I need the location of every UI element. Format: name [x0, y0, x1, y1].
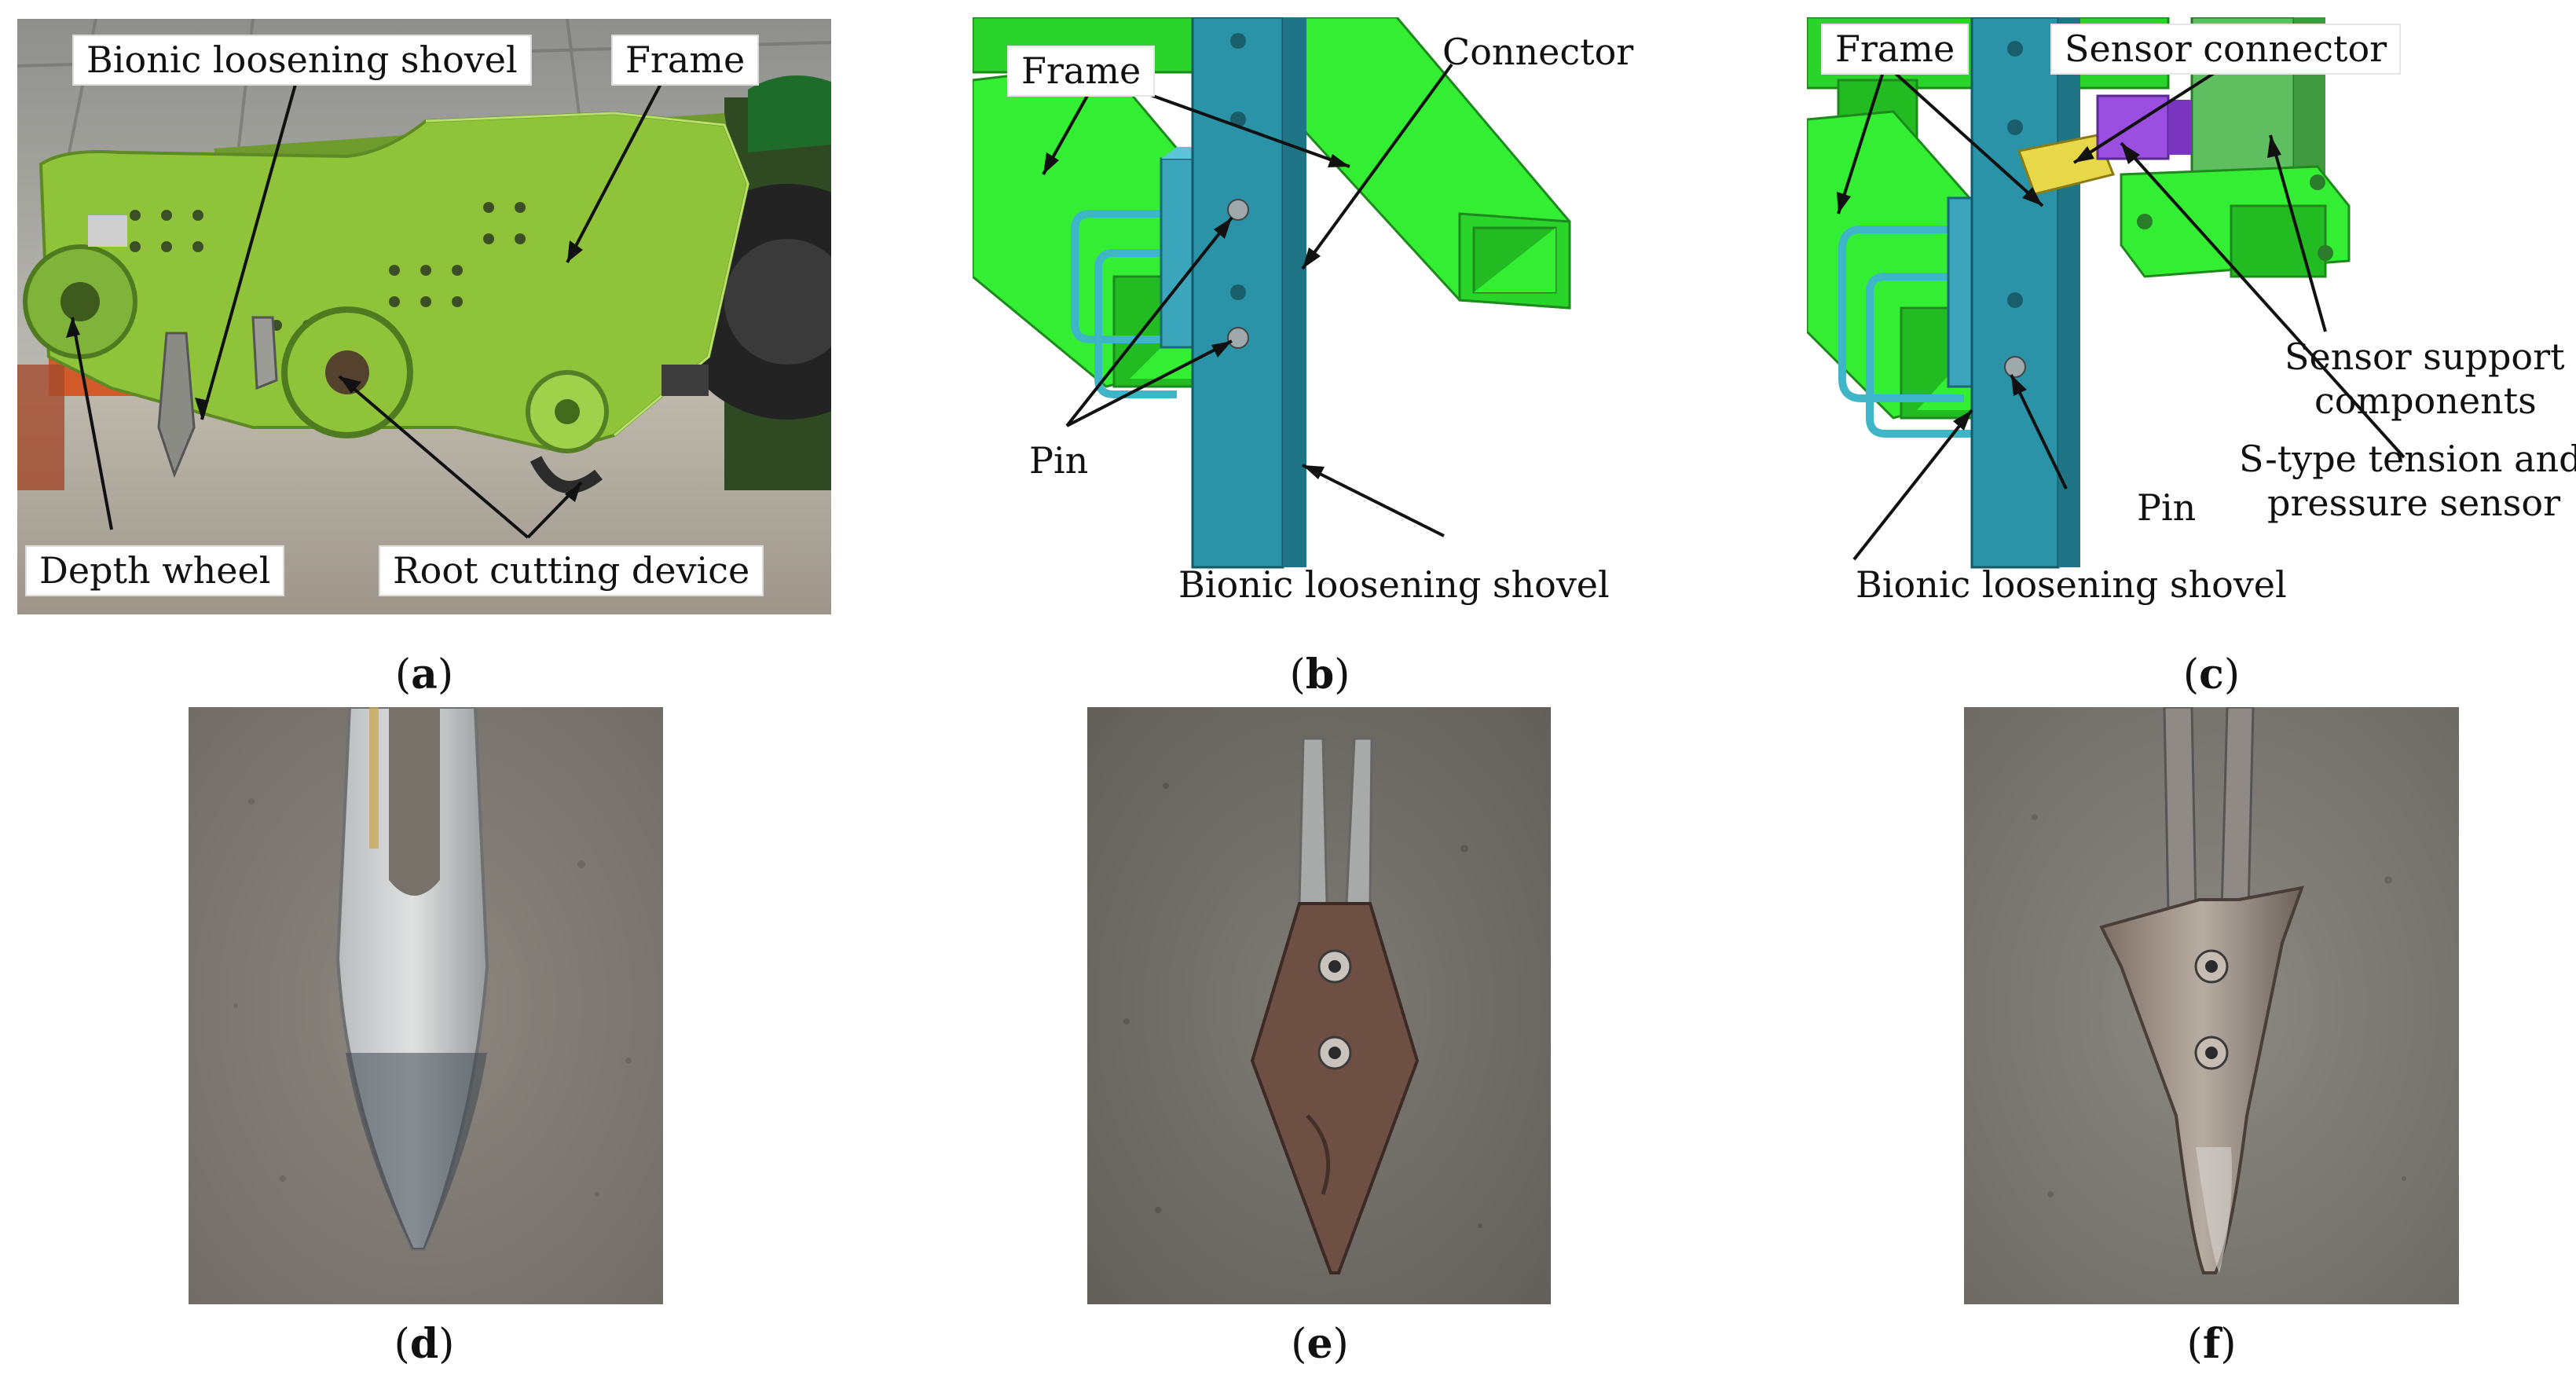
annotation-arrows-c — [1837, 63, 2406, 561]
shovel-photo-e — [1087, 707, 1551, 1304]
caption-a: (a) — [394, 651, 454, 698]
caption-e: (e) — [1291, 1320, 1349, 1368]
annotation-arrows-a — [71, 67, 671, 539]
panel-e-photo — [1087, 707, 1551, 1304]
label-c-bionic-loosening-shovel: Bionic loosening shovel — [1856, 563, 2287, 606]
annotation-arrows-b — [1042, 63, 1453, 537]
label-c-sensor-connector: Sensor connector — [2050, 24, 2402, 75]
caption-e-letter: e — [1306, 1320, 1333, 1368]
caption-c-letter: c — [2199, 651, 2224, 698]
label-c-sensor-line1: S-type tension and — [2239, 438, 2576, 480]
panel-b-cad — [973, 17, 1648, 614]
shovel-photo-f — [1964, 707, 2459, 1304]
connector-cad-illustration — [973, 17, 1571, 569]
panel-f-photo — [1964, 707, 2459, 1304]
label-b-connector: Connector — [1442, 31, 1634, 73]
label-b-frame: Frame — [1007, 46, 1156, 97]
caption-d-letter: d — [409, 1320, 439, 1368]
label-a-frame: Frame — [611, 35, 760, 86]
label-b-pin: Pin — [1029, 439, 1089, 482]
caption-b-letter: b — [1305, 651, 1335, 698]
label-c-frame: Frame — [1821, 24, 1970, 75]
caption-a-letter: a — [411, 651, 438, 698]
label-c-sensor-support-line2: components — [2314, 380, 2537, 422]
label-c-pin: Pin — [2137, 486, 2197, 529]
shovel-photo-d — [189, 707, 663, 1304]
caption-f: (f) — [2186, 1320, 2237, 1368]
caption-f-letter: f — [2202, 1320, 2221, 1368]
caption-c: (c) — [2182, 651, 2241, 698]
label-a-root-cutting-device: Root cutting device — [379, 545, 764, 596]
panel-a-photo — [17, 19, 831, 614]
label-a-bionic-loosening-shovel: Bionic loosening shovel — [72, 35, 532, 86]
label-b-bionic-loosening-shovel: Bionic loosening shovel — [1178, 563, 1610, 606]
machine-photo-illustration — [17, 19, 831, 614]
caption-b: (b) — [1289, 651, 1350, 698]
panel-d-photo — [189, 707, 663, 1304]
caption-d: (d) — [394, 1320, 455, 1368]
label-c-sensor-support-line1: Sensor support — [2285, 336, 2565, 378]
label-c-sensor-line2: pressure sensor — [2267, 482, 2561, 524]
label-a-depth-wheel: Depth wheel — [25, 545, 285, 596]
